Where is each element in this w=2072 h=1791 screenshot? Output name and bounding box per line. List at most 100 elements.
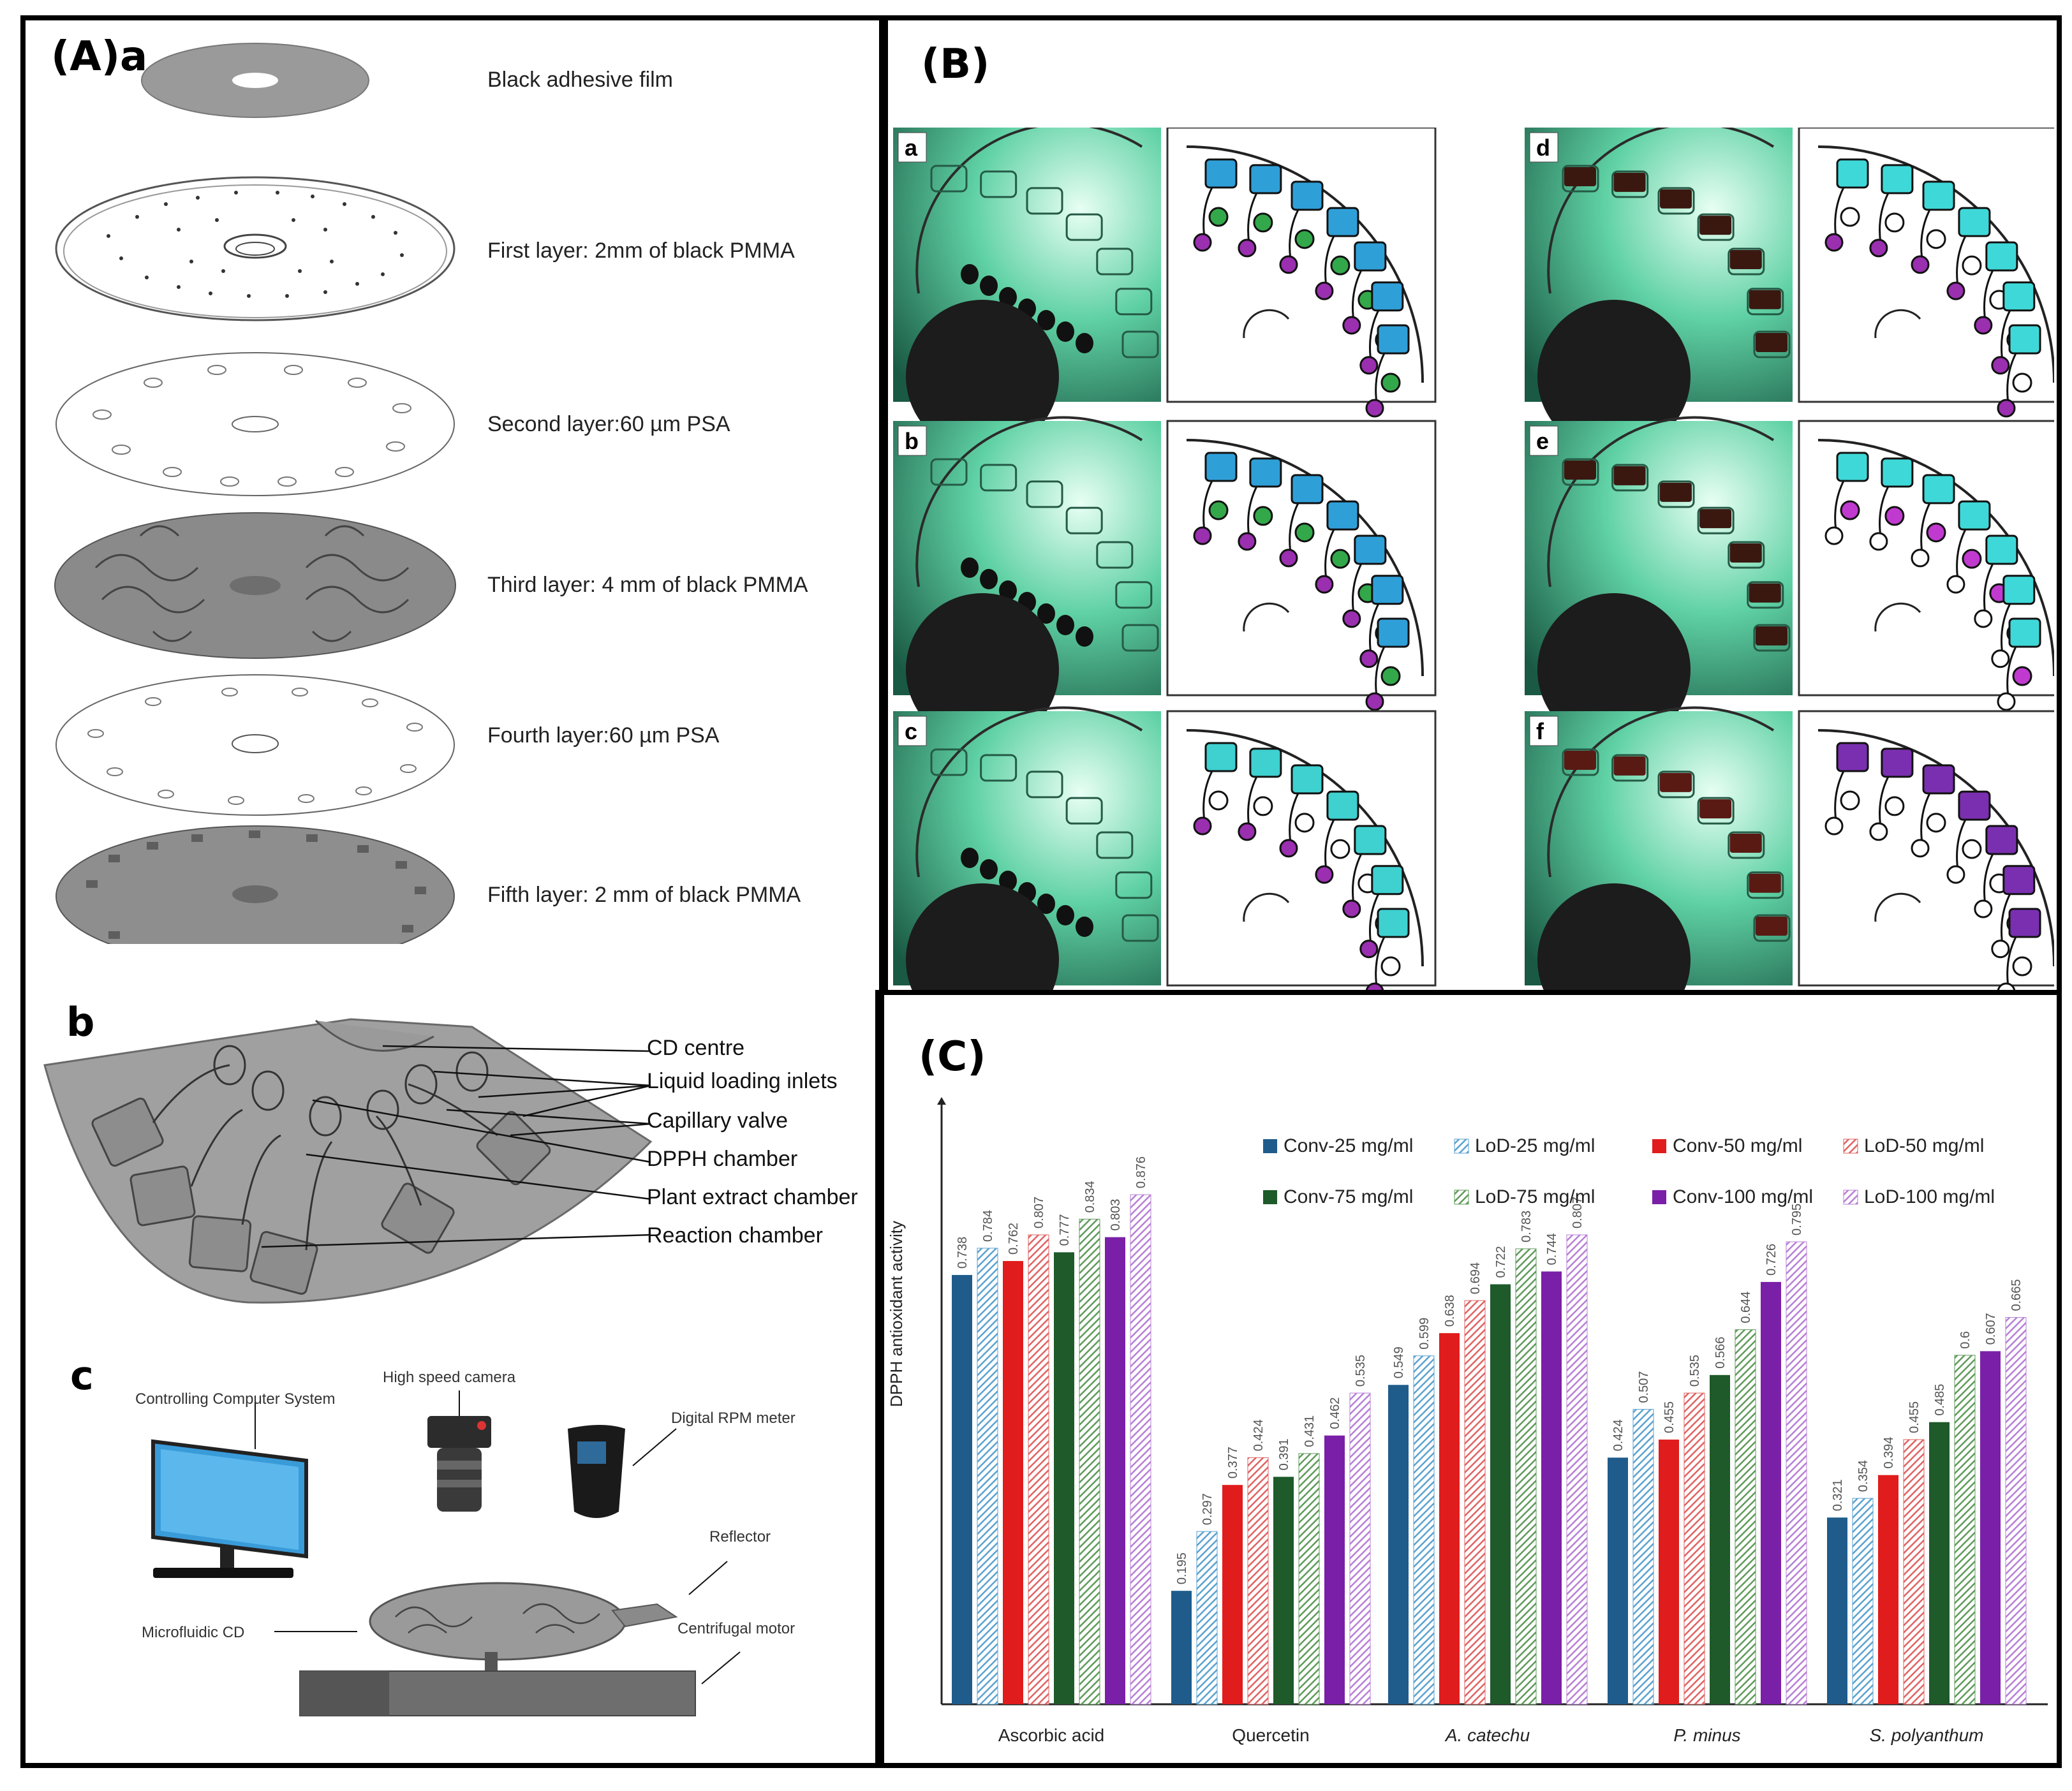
camera-icon [427,1390,491,1512]
legend-label-5: LoD-75 mg/ml [1475,1186,1595,1207]
legend-label-2: Conv-50 mg/ml [1673,1135,1802,1156]
cd-sector-shape [43,1018,653,1304]
data-label-1-6: 0.462 [1328,1397,1342,1429]
panel-a [20,15,884,1768]
data-label-1-0: 0.195 [1175,1552,1189,1584]
data-label-3-1: 0.507 [1637,1371,1651,1403]
subpanel-label-d: d [1536,135,1550,161]
panel-b-sub-b: b [893,416,1437,746]
data-label-4-3: 0.455 [1907,1401,1921,1433]
legend-swatch-2 [1652,1139,1666,1153]
data-label-3-2: 0.455 [1662,1401,1676,1433]
panel-b-label: (B) [921,41,990,88]
panel-c [875,990,2062,1768]
data-label-1-7: 0.535 [1354,1355,1368,1387]
data-label-1-4: 0.391 [1277,1438,1291,1470]
bar-1-0 [1171,1591,1192,1704]
data-label-0-3: 0.807 [1032,1197,1046,1228]
subpanel-label-f: f [1536,718,1544,744]
category-label-0: Ascorbic acid [998,1725,1105,1745]
photo-b: b [893,416,1161,746]
y-axis-label: DPPH antioxidant activity [887,1221,906,1407]
legend-swatch-1 [1454,1139,1469,1154]
bar-3-5 [1735,1329,1756,1705]
data-label-4-2: 0.394 [1882,1437,1896,1469]
bar-1-1 [1196,1531,1218,1705]
bar-2-1 [1413,1355,1435,1705]
photo-d: d [1525,128,1793,453]
bar-2-2 [1439,1333,1460,1704]
bar-4-6 [1980,1351,2001,1704]
legend-label-6: Conv-100 mg/ml [1673,1186,1813,1207]
data-label-0-1: 0.784 [981,1210,995,1242]
data-label-3-6: 0.726 [1765,1244,1779,1276]
bar-0-2 [1003,1261,1023,1704]
caption-microfluidic-cd: Microfluidic CD [142,1624,245,1641]
panel-a-b-label: b [66,999,95,1045]
bar-4-0 [1827,1517,1847,1704]
second-layer-disc [56,352,455,496]
data-label-4-5: 0.6 [1958,1331,1972,1349]
data-label-3-5: 0.644 [1739,1292,1753,1323]
bar-3-1 [1632,1409,1654,1705]
legend-label-4: Conv-75 mg/ml [1284,1186,1413,1207]
bar-1-5 [1298,1453,1320,1705]
caption-computer: Controlling Computer System [135,1390,336,1408]
panel-c-label: (C) [919,1033,986,1080]
schematic-f [1798,710,2054,995]
photo-c: c [893,706,1161,995]
layer-label-second: Second layer:60 µm PSA [487,412,730,436]
bar-3-0 [1608,1457,1628,1704]
category-label-4: S. polyanthum [1870,1725,1984,1745]
callout-line-valve-1 [446,1109,651,1125]
bar-2-0 [1388,1385,1409,1704]
bar-3-2 [1659,1440,1679,1704]
data-label-1-2: 0.377 [1226,1447,1240,1478]
data-label-3-0: 0.424 [1611,1419,1625,1451]
category-label-3: P. minus [1673,1725,1740,1745]
layer-label-adhesive: Black adhesive film [487,68,674,92]
callout-capillary-valve: Capillary valve [647,1109,788,1133]
data-label-1-1: 0.297 [1201,1493,1215,1525]
first-layer-disc [55,176,455,321]
bar-4-4 [1929,1422,1950,1704]
schematic-d [1798,128,2054,418]
data-label-0-0: 0.738 [956,1237,970,1269]
legend-label-0: Conv-25 mg/ml [1284,1135,1413,1156]
schematic-c [1166,710,1437,995]
callout-extract-chamber: Plant extract chamber [647,1185,858,1209]
bar-3-4 [1710,1375,1730,1704]
fourth-layer-disc [56,674,455,816]
panel-b-sub-f: f [1525,706,2054,995]
category-label-1: Quercetin [1232,1725,1309,1745]
legend-swatch-5 [1454,1190,1469,1205]
legend-label-7: LoD-100 mg/ml [1864,1186,1995,1207]
bar-1-3 [1247,1457,1269,1705]
data-label-0-4: 0.777 [1058,1214,1072,1246]
callout-cd-centre: CD centre [647,1036,745,1060]
data-label-0-2: 0.762 [1007,1223,1021,1255]
callout-line-valve-2 [510,1123,651,1137]
schematic-a [1166,128,1437,418]
bar-0-7 [1130,1194,1151,1705]
legend-swatch-6 [1652,1190,1666,1204]
callout-line-cd-centre [382,1045,651,1052]
subpanel-label-b: b [905,428,919,454]
data-label-1-3: 0.424 [1252,1419,1266,1451]
photo-f: f [1525,706,1793,995]
legend-swatch-7 [1843,1190,1858,1205]
bar-1-4 [1273,1477,1294,1704]
photo-a: a [893,128,1161,453]
callout-line-dpph [312,1099,651,1163]
antioxidant-bar-chart: DPPH antioxidant activity 0.738 0.784 0.762… [887,1097,2048,1745]
bar-2-3 [1464,1300,1486,1705]
bar-1-6 [1324,1435,1345,1704]
bar-0-5 [1079,1218,1100,1705]
data-label-2-6: 0.744 [1545,1233,1559,1265]
setup-diagram [151,1390,741,1716]
data-label-0-6: 0.803 [1109,1199,1123,1231]
callout-reaction-chamber: Reaction chamber [647,1223,823,1248]
data-label-2-7: 0.807 [1571,1197,1585,1228]
data-label-0-7: 0.876 [1134,1156,1148,1188]
